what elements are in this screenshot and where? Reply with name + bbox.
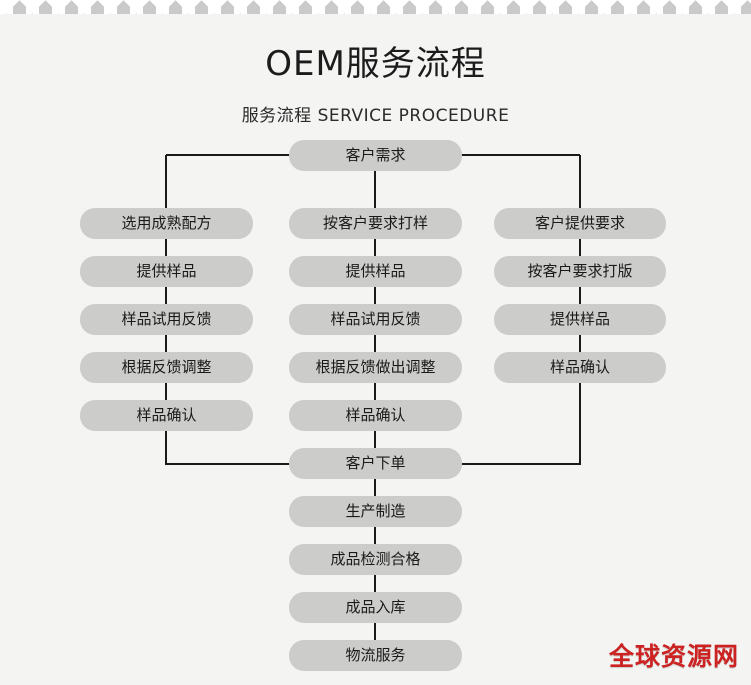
- watermark: 全球资源网: [608, 642, 739, 671]
- node-tail-4[interactable]: 物流服务: [289, 640, 462, 671]
- node-right-3[interactable]: 提供样品: [494, 304, 666, 335]
- node-middle-2[interactable]: 提供样品: [289, 256, 462, 287]
- node-right-2[interactable]: 按客户要求打版: [494, 256, 666, 287]
- node-left-1[interactable]: 选用成熟配方: [80, 208, 253, 239]
- page-title: OEM服务流程: [265, 44, 486, 84]
- node-left-2[interactable]: 提供样品: [80, 256, 253, 287]
- node-left-5[interactable]: 样品确认: [80, 400, 253, 431]
- node-middle-4[interactable]: 根据反馈做出调整: [289, 352, 462, 383]
- node-tail-2[interactable]: 成品检测合格: [289, 544, 462, 575]
- node-merge[interactable]: 客户下单: [289, 448, 462, 479]
- node-tail-3[interactable]: 成品入库: [289, 592, 462, 623]
- node-middle-1[interactable]: 按客户要求打样: [289, 208, 462, 239]
- node-left-3[interactable]: 样品试用反馈: [80, 304, 253, 335]
- node-right-4[interactable]: 样品确认: [494, 352, 666, 383]
- header: OEM服务流程 服务流程 SERVICE PROCEDURE: [0, 0, 751, 126]
- node-middle-5[interactable]: 样品确认: [289, 400, 462, 431]
- page-subtitle: 服务流程 SERVICE PROCEDURE: [241, 106, 510, 126]
- node-tail-1[interactable]: 生产制造: [289, 496, 462, 527]
- node-left-4[interactable]: 根据反馈调整: [80, 352, 253, 383]
- node-right-1[interactable]: 客户提供要求: [494, 208, 666, 239]
- node-start[interactable]: 客户需求: [289, 140, 462, 171]
- node-middle-3[interactable]: 样品试用反馈: [289, 304, 462, 335]
- top-decorative-border: [0, 0, 751, 14]
